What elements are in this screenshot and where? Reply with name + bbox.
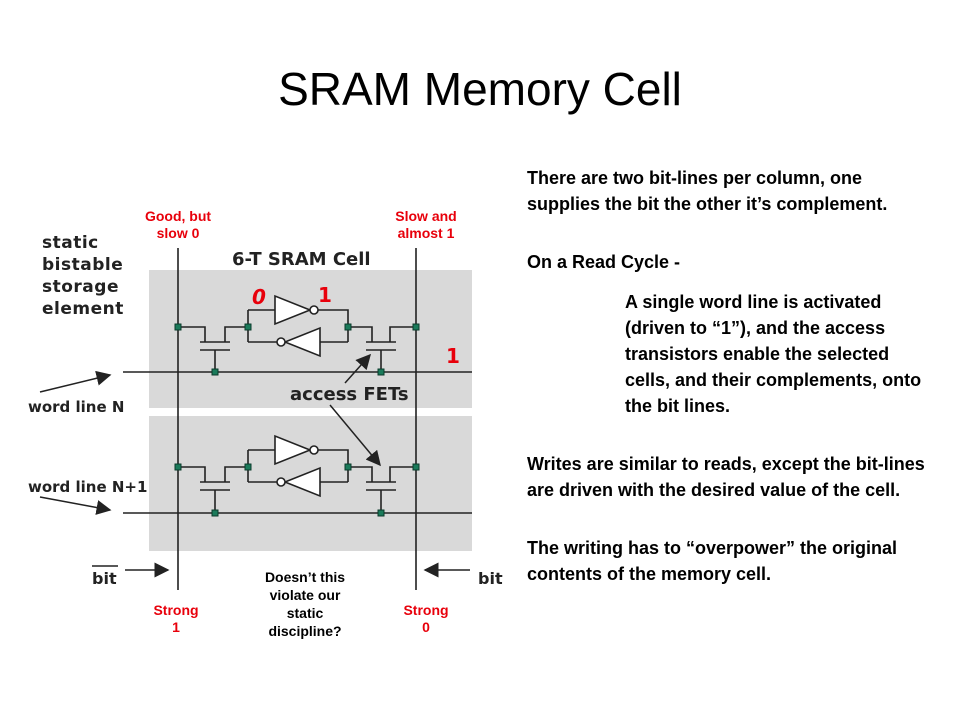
- annotation-static-discipline: Doesn’t this violate our static discipli…: [245, 568, 365, 640]
- annotation-line: 0: [422, 619, 430, 635]
- cell-title: 6-T SRAM Cell: [232, 249, 371, 270]
- static-bistable-label: static bistable storage element: [42, 232, 124, 320]
- paragraph-read-cycle-body: A single word line is activated (driven …: [625, 292, 922, 416]
- side-label-line: storage: [42, 277, 119, 297]
- access-fet-arrow-top: [344, 353, 371, 384]
- word-line-n-label: word line N: [28, 398, 124, 416]
- word-line-n1-label: word line N+1: [28, 478, 147, 496]
- access-fet-arrow-bottom: [329, 404, 381, 467]
- access-fets-label: access FETs: [290, 384, 409, 405]
- side-label-line: bistable: [42, 255, 124, 275]
- annotation-line: Slow and: [395, 208, 457, 224]
- spacer: [527, 503, 937, 535]
- annotation-good-but-slow: Good, but slow 0: [128, 208, 228, 242]
- annotation-line: slow 0: [156, 225, 200, 241]
- state-zero-label: 0: [252, 285, 266, 309]
- bottom-cell-nodes: [174, 463, 420, 517]
- paragraph-bit-lines: There are two bit-lines per column, one …: [527, 168, 888, 214]
- inverter-bubble-top: [309, 305, 319, 315]
- word-line-n1-arrow: [39, 496, 112, 515]
- annotation-line: Strong: [403, 602, 449, 618]
- spacer: [527, 275, 937, 289]
- slide-title: SRAM Memory Cell: [278, 63, 682, 115]
- bit-bar-label: bit: [92, 569, 117, 588]
- word-line-value-label: 1: [446, 344, 460, 368]
- state-one-label: 1: [318, 283, 332, 307]
- paragraph-overpower: The writing has to “overpower” the origi…: [527, 538, 898, 584]
- bit-label: bit: [478, 569, 503, 588]
- side-label-line: static: [42, 233, 99, 253]
- annotation-line: Doesn’t this: [264, 569, 346, 585]
- annotation-line: discipline?: [268, 623, 342, 639]
- annotation-line: static: [286, 605, 324, 621]
- slide-body: There are two bit-lines per column, one …: [527, 165, 937, 587]
- annotation-line: Strong: [153, 602, 199, 618]
- top-cell-circuit: [178, 294, 416, 372]
- word-line-n-arrow: [39, 370, 112, 393]
- paragraph-writes: Writes are similar to reads, except the …: [527, 454, 925, 500]
- annotation-line: 1: [172, 619, 180, 635]
- top-cell-nodes: [174, 323, 420, 376]
- annotation-line: violate our: [269, 587, 341, 603]
- annotation-strong-zero: Strong 0: [396, 602, 456, 636]
- annotation-line: Good, but: [144, 208, 212, 224]
- annotation-strong-one: Strong 1: [146, 602, 206, 636]
- spacer: [527, 419, 937, 451]
- annotation-slow-almost-one: Slow and almost 1: [376, 208, 476, 242]
- inverter-bubble-bottom: [309, 445, 319, 455]
- spacer: [527, 217, 937, 249]
- side-label-line: element: [42, 299, 124, 319]
- paragraph-read-cycle-heading: On a Read Cycle -: [527, 252, 681, 272]
- annotation-line: almost 1: [397, 225, 455, 241]
